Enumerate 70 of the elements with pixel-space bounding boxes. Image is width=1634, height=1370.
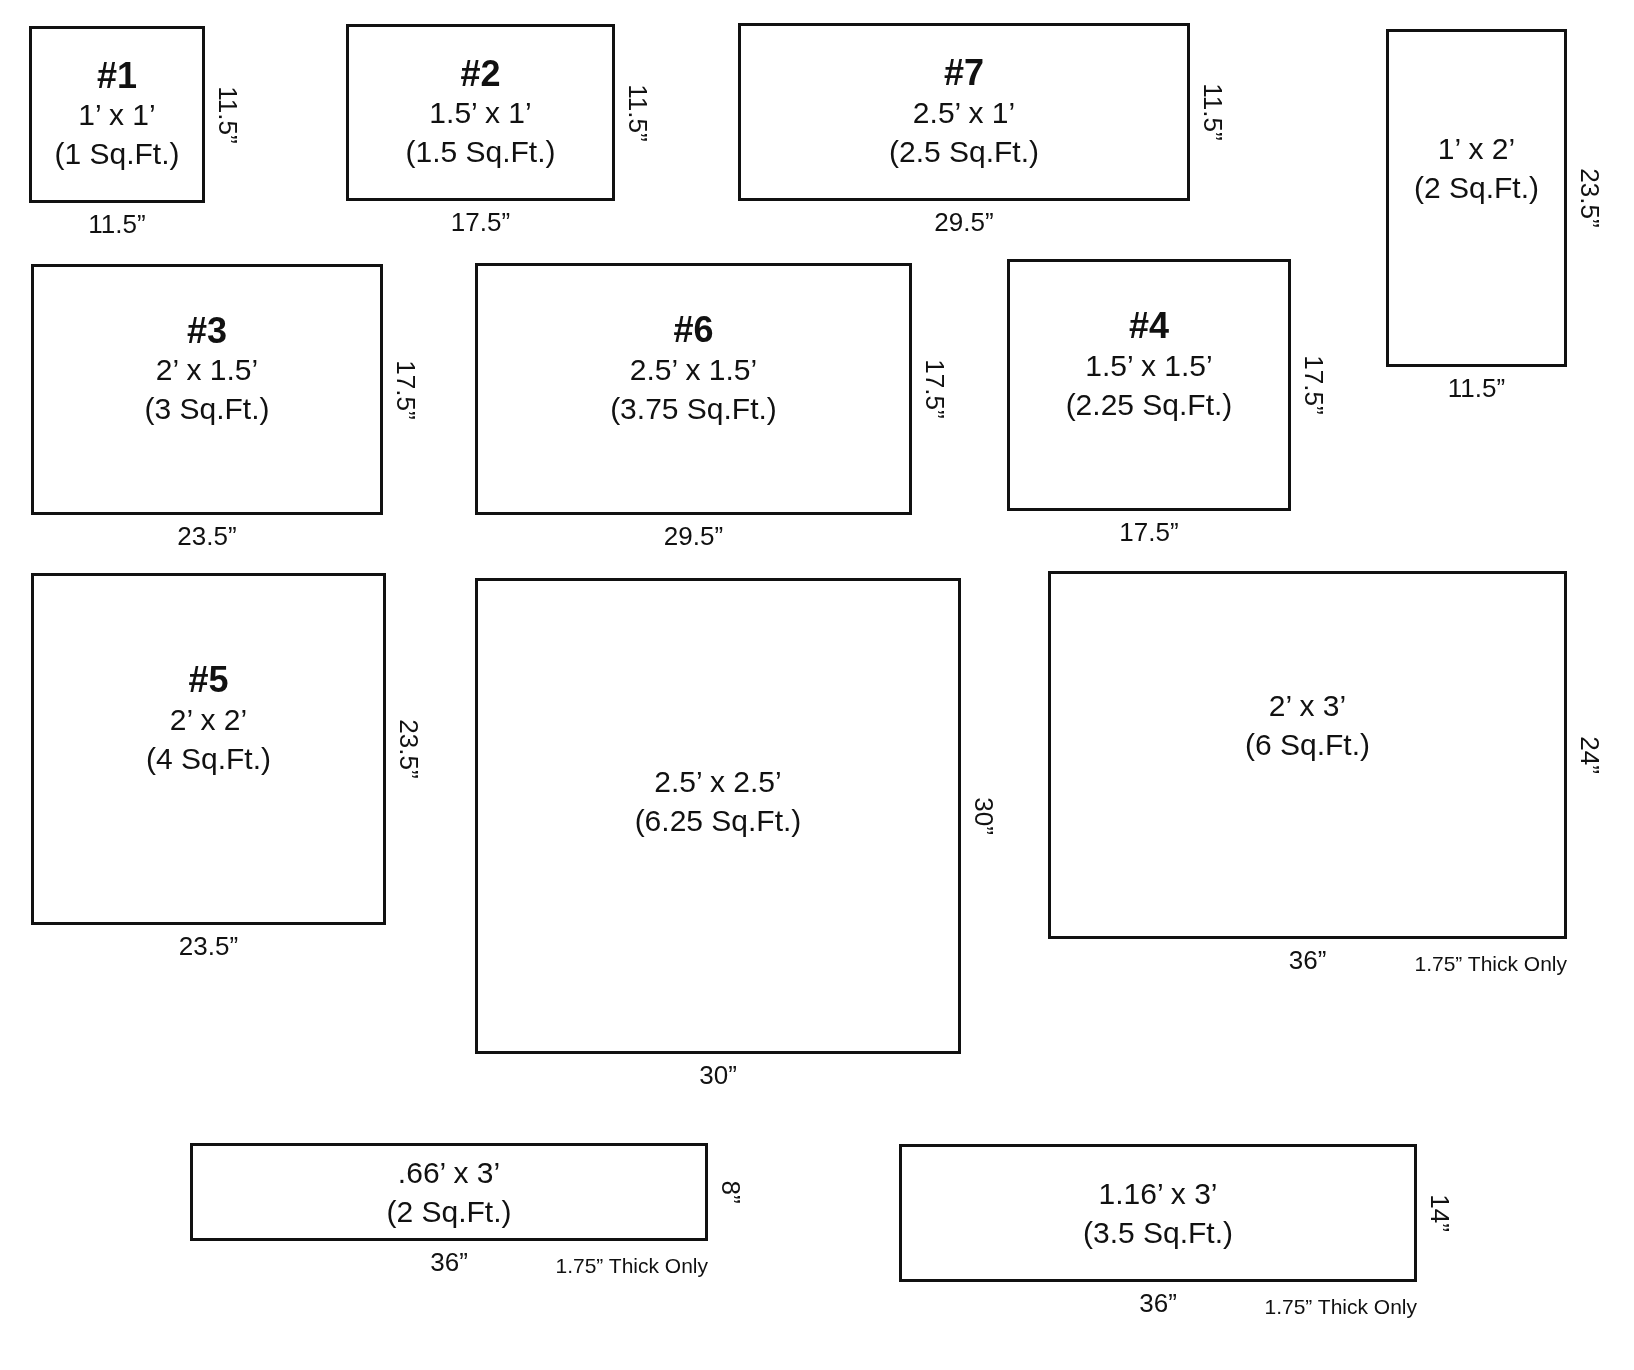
dimension-label: 30” — [971, 797, 997, 835]
thickness-note: 1.75” Thick Only — [555, 1255, 708, 1276]
dimension-label: 36” — [1139, 1290, 1177, 1316]
size-label: 1.5’ x 1’ — [429, 95, 532, 132]
dimension-label: 11.5” — [1447, 375, 1506, 401]
size-label: (2 Sq.Ft.) — [386, 1194, 512, 1230]
size-label: (3.5 Sq.Ft.) — [1082, 1215, 1233, 1251]
dimension-label: 17.5” — [393, 359, 419, 420]
dimension-label: 24” — [1577, 736, 1603, 774]
dimension-label: 17.5” — [1119, 519, 1179, 545]
size-box — [346, 24, 615, 201]
dimension-label: 23.5” — [1577, 168, 1603, 228]
size-box — [738, 23, 1190, 201]
size-label: (1 Sq.Ft.) — [54, 136, 180, 173]
dimension-label: 30” — [699, 1062, 737, 1088]
size-label: 1.16’ x 3’ — [1098, 1176, 1218, 1212]
size-number: #1 — [96, 55, 137, 96]
size-label: (3 Sq.Ft.) — [144, 391, 270, 428]
size-label: (1.5 Sq.Ft.) — [405, 134, 556, 171]
dimension-label: 23.5” — [178, 933, 239, 959]
dimension-label: 11.5” — [625, 83, 651, 142]
dimension-label: 36” — [430, 1249, 468, 1275]
size-label: 1’ x 2’ — [1437, 131, 1516, 167]
dimension-label: 11.5” — [215, 85, 241, 144]
size-label: (6.25 Sq.Ft.) — [634, 803, 802, 839]
dimension-label: 29.5” — [934, 209, 994, 235]
size-box — [29, 26, 205, 203]
thickness-note: 1.75” Thick Only — [1414, 953, 1567, 974]
size-label: 1.5’ x 1.5’ — [1085, 347, 1213, 384]
size-label: (2 Sq.Ft.) — [1414, 170, 1539, 206]
size-label: (3.75 Sq.Ft.) — [610, 390, 777, 427]
dimension-label: 11.5” — [88, 211, 146, 237]
size-box — [31, 573, 386, 925]
size-number: #3 — [186, 310, 227, 351]
size-box — [1386, 29, 1567, 367]
size-label: 2.5’ x 1.5’ — [629, 351, 758, 388]
dimension-label: 23.5” — [177, 523, 237, 549]
dimension-label: 36” — [1288, 947, 1327, 973]
size-box — [899, 1144, 1417, 1282]
dimension-label: 29.5” — [663, 523, 724, 549]
size-label: (2.25 Sq.Ft.) — [1065, 386, 1233, 423]
size-number: #2 — [460, 53, 501, 94]
dimension-label: 17.5” — [450, 209, 511, 235]
size-number: #4 — [1128, 306, 1169, 346]
size-box — [475, 263, 912, 515]
size-label: (4 Sq.Ft.) — [146, 740, 271, 777]
size-box — [190, 1143, 708, 1241]
size-label: 1’ x 1’ — [78, 97, 156, 134]
size-label: (6 Sq.Ft.) — [1245, 727, 1370, 763]
dimension-label: 8” — [718, 1180, 744, 1204]
size-label: 2’ x 3’ — [1268, 688, 1347, 724]
thickness-note: 1.75” Thick Only — [1264, 1296, 1417, 1317]
size-label: 2.5’ x 2.5’ — [654, 764, 782, 800]
size-number: #7 — [943, 53, 984, 93]
size-label: 2’ x 1.5’ — [155, 352, 259, 389]
size-box — [31, 264, 383, 515]
size-label: .66’ x 3’ — [397, 1155, 501, 1191]
size-box — [475, 578, 961, 1054]
size-box — [1007, 259, 1291, 511]
size-label: 2.5’ x 1’ — [912, 94, 1016, 131]
dimension-label: 17.5” — [922, 359, 948, 419]
size-label: 2’ x 2’ — [169, 701, 248, 738]
dimension-label: 14” — [1427, 1194, 1453, 1232]
size-label: (2.5 Sq.Ft.) — [888, 133, 1039, 170]
dimension-label: 11.5” — [1200, 83, 1226, 141]
dimension-label: 17.5” — [1301, 355, 1327, 415]
size-number: #6 — [673, 310, 714, 350]
size-number: #5 — [188, 660, 229, 700]
dimension-label: 23.5” — [396, 719, 422, 779]
size-box — [1048, 571, 1567, 939]
